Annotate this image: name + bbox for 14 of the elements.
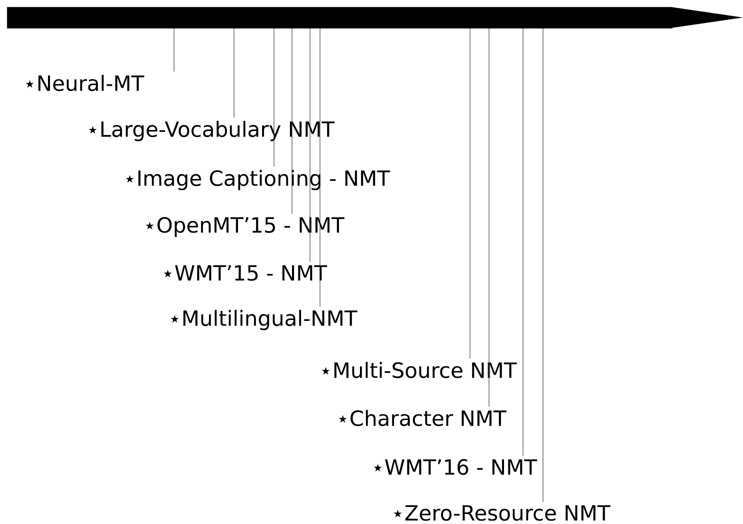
event-label: ⋆Zero-Resource NMT bbox=[394, 505, 610, 521]
leader-line bbox=[522, 28, 524, 456]
leader-line bbox=[488, 28, 490, 407]
event-label: ⋆WMT’16 - NMT bbox=[374, 459, 538, 475]
event-label: ⋆Multilingual-NMT bbox=[170, 310, 358, 330]
timeline-arrow bbox=[7, 7, 743, 28]
event-label: ⋆Character NMT bbox=[338, 410, 506, 426]
event-label: ⋆Image Captioning - NMT bbox=[126, 170, 390, 190]
event-label: ⋆WMT’15 - NMT bbox=[164, 265, 328, 281]
event-label: ⋆OpenMT’15 - NMT bbox=[146, 217, 344, 237]
leader-line bbox=[542, 28, 544, 502]
event-label: ⋆Multi-Source NMT bbox=[322, 362, 517, 378]
event-label: ⋆Neural-MT bbox=[26, 74, 144, 92]
event-label: ⋆Large-Vocabulary NMT bbox=[88, 120, 335, 142]
